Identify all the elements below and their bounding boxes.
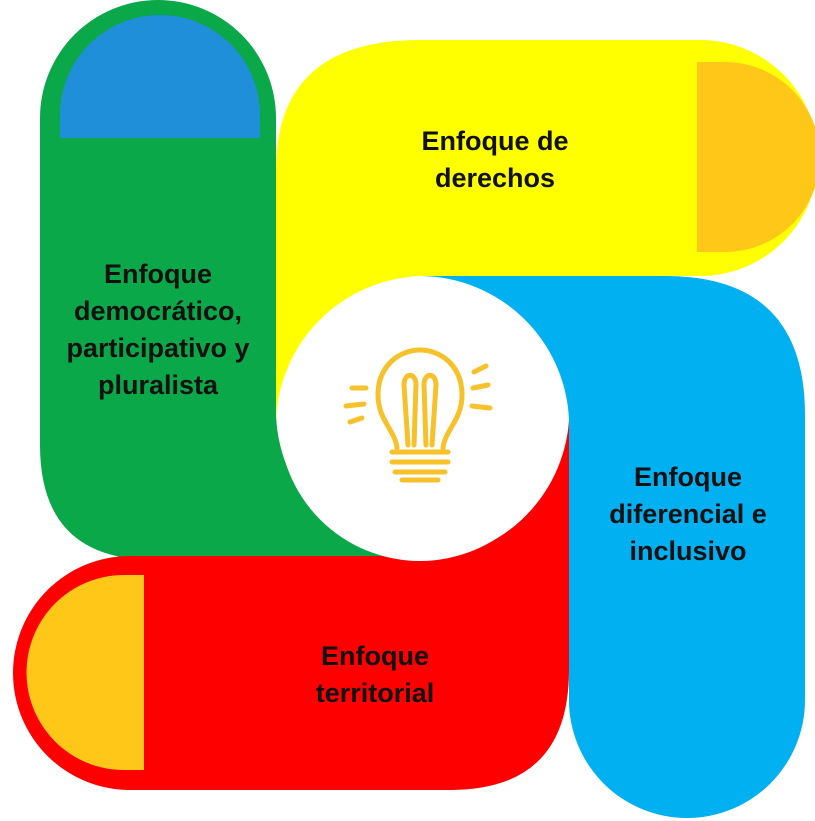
green-segment <box>40 0 420 560</box>
green-segment-label: Enfoque democrático, participativo y plu… <box>40 250 276 410</box>
yellow-cap <box>697 62 815 252</box>
label-line: Enfoque <box>321 641 429 671</box>
label-line: Enfoque <box>104 259 212 289</box>
label-line: diferencial e <box>609 499 767 529</box>
lightbulb-icon <box>343 347 493 483</box>
yellow-segment <box>276 40 815 420</box>
blue-segment-label: Enfoque diferencial e inclusivo <box>572 452 804 577</box>
label-line: inclusivo <box>629 536 747 566</box>
label-line: democrático, <box>73 296 243 326</box>
yellow-segment-label: Enfoque de derechos <box>330 115 660 205</box>
label-line: participativo y <box>66 333 250 363</box>
red-segment <box>13 420 569 790</box>
label-line: Enfoque <box>634 462 742 492</box>
label-line: Enfoque de <box>421 126 569 156</box>
red-cap <box>26 575 145 770</box>
blue-segment <box>420 276 805 818</box>
label-line: territorial <box>315 678 435 708</box>
green-cap <box>60 15 260 138</box>
red-segment-label: Enfoque territorial <box>250 630 500 720</box>
label-line: pluralista <box>97 370 219 400</box>
label-line: derechos <box>434 163 556 193</box>
center-circle <box>279 279 561 561</box>
